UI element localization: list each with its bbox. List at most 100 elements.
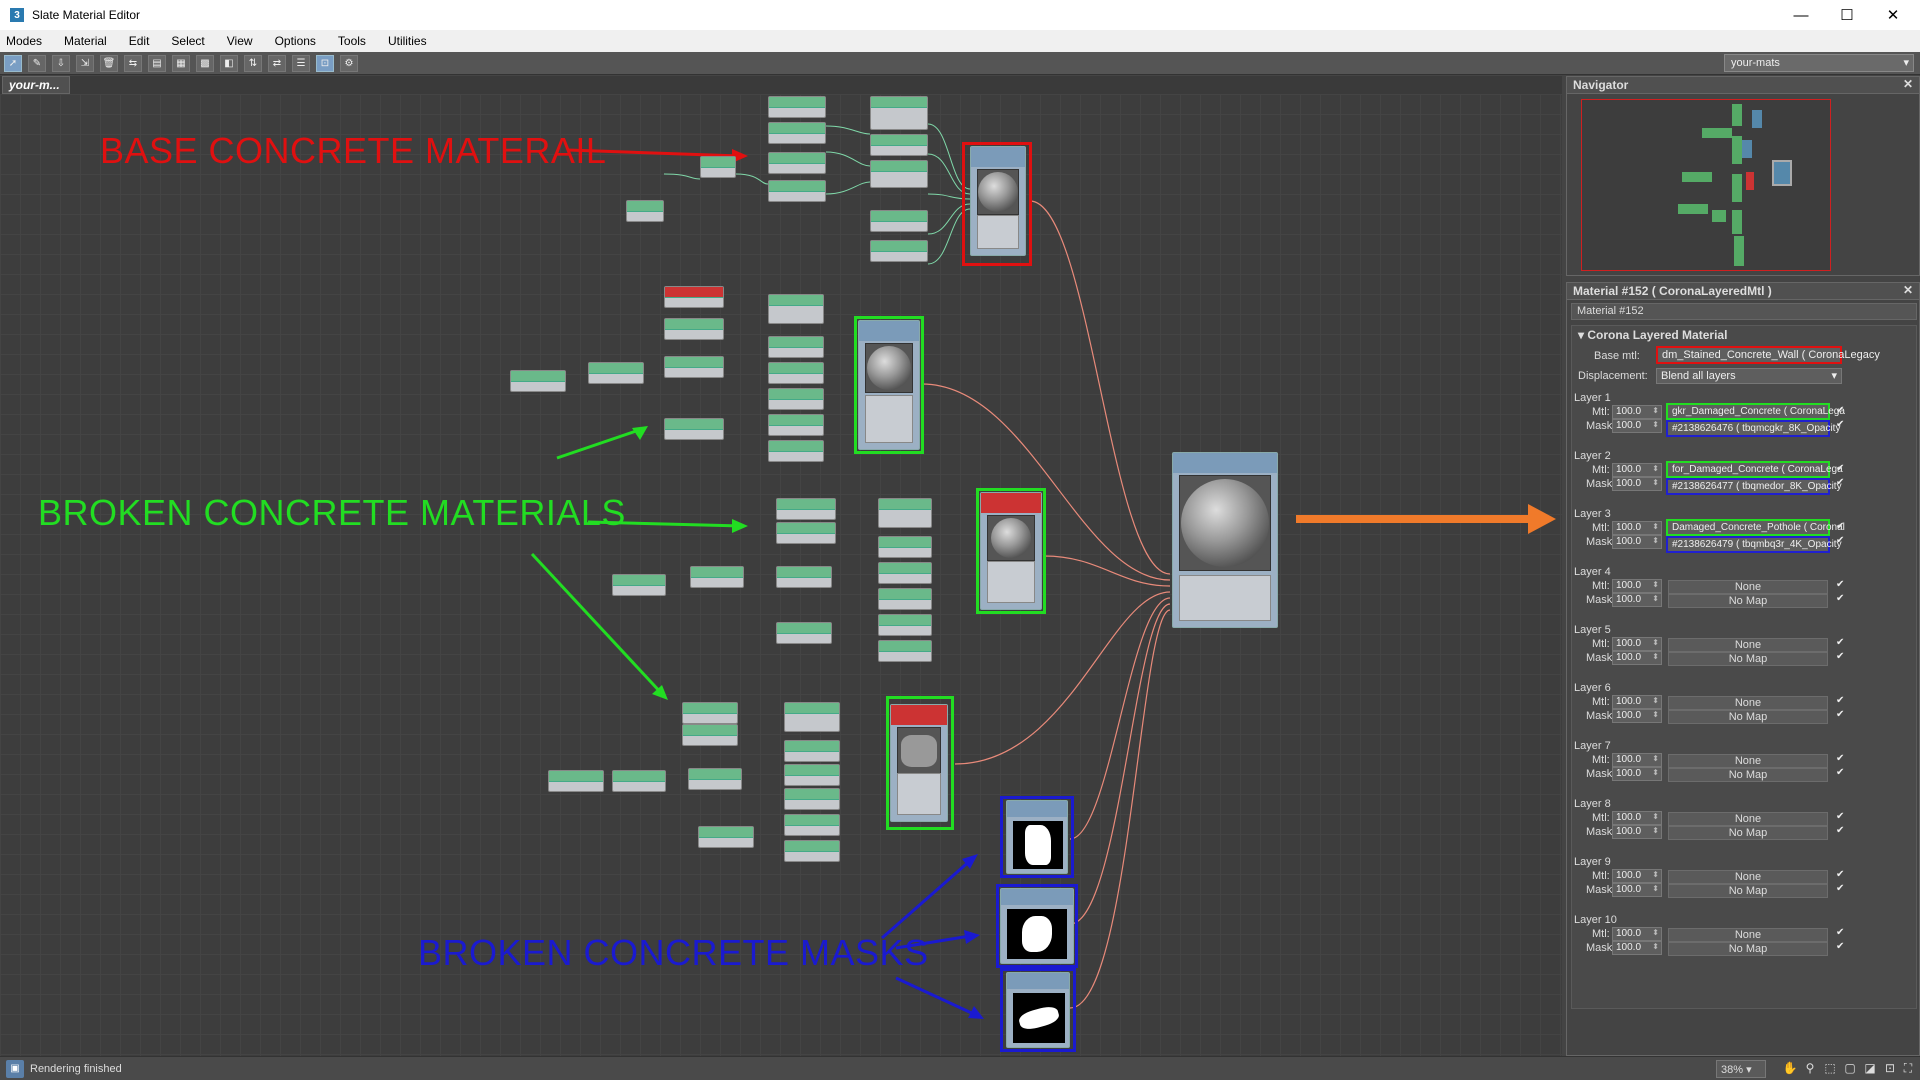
node-canvas[interactable]: BASE CONCRETE MATERAIL BROKEN CONCRETE M…: [0, 94, 1562, 1056]
map-node[interactable]: [870, 134, 928, 156]
map-node[interactable]: [548, 770, 604, 792]
parameter-editor-icon[interactable]: ⚙: [340, 54, 358, 72]
layer-mtl-button[interactable]: None: [1668, 812, 1828, 826]
map-node[interactable]: [698, 826, 754, 848]
map-node[interactable]: [768, 440, 824, 462]
map-node[interactable]: [784, 764, 840, 786]
broken-material-2-node[interactable]: [980, 492, 1042, 610]
broken-material-3-node[interactable]: [890, 704, 948, 822]
map-node[interactable]: [664, 286, 724, 308]
menu-options[interactable]: Options: [274, 34, 316, 48]
background-icon[interactable]: ▦: [172, 54, 190, 72]
assign-material-icon[interactable]: ⇲: [76, 54, 94, 72]
map-node[interactable]: [664, 356, 724, 378]
menu-utilities[interactable]: Utilities: [387, 34, 427, 48]
mtl-amount-spinner[interactable]: 100.0⬍: [1612, 405, 1662, 419]
layer-mtl-button[interactable]: None: [1668, 754, 1828, 768]
spinner-icon[interactable]: ⬍: [1652, 768, 1659, 777]
mtl-enable-checkbox[interactable]: ✔: [1836, 579, 1845, 590]
zoom-extents-selected-icon[interactable]: ◪: [1864, 1061, 1876, 1075]
map-node[interactable]: [588, 362, 644, 384]
layer-mask-button[interactable]: No Map: [1668, 710, 1828, 724]
layer-mtl-button[interactable]: None: [1668, 696, 1828, 710]
map-node[interactable]: [768, 388, 824, 410]
mask-amount-spinner[interactable]: 100.0⬍: [1612, 419, 1662, 433]
layer-mtl-button[interactable]: None: [1668, 928, 1828, 942]
map-node[interactable]: [878, 536, 932, 558]
map-node[interactable]: [776, 498, 836, 520]
close-icon[interactable]: ✕: [1902, 283, 1913, 297]
map-node[interactable]: [784, 814, 840, 836]
hide-unused-icon[interactable]: ▤: [148, 54, 166, 72]
mtl-enable-checkbox[interactable]: ✔: [1836, 927, 1845, 938]
layer-mask-button[interactable]: No Map: [1668, 594, 1828, 608]
navigator-view[interactable]: [1581, 99, 1831, 271]
map-node[interactable]: [784, 840, 840, 862]
map-node[interactable]: [768, 362, 824, 384]
map-node[interactable]: [878, 588, 932, 610]
spinner-icon[interactable]: ⬍: [1652, 420, 1659, 429]
map-node[interactable]: [664, 418, 724, 440]
map-node[interactable]: [776, 622, 832, 644]
menu-modes[interactable]: Modes: [6, 34, 43, 48]
map-node[interactable]: [768, 96, 826, 118]
map-node[interactable]: [768, 152, 826, 174]
frame-selected-icon[interactable]: ⊡: [1884, 1061, 1896, 1075]
spinner-icon[interactable]: ⬍: [1652, 478, 1659, 487]
mtl-enable-checkbox[interactable]: ✔: [1836, 753, 1845, 764]
layer-mask-button[interactable]: No Map: [1668, 884, 1828, 898]
menu-material[interactable]: Material: [64, 34, 107, 48]
mask-amount-spinner[interactable]: 100.0⬍: [1612, 651, 1662, 665]
material-name-field[interactable]: Material #152: [1571, 303, 1917, 320]
mtl-amount-spinner[interactable]: 100.0⬍: [1612, 753, 1662, 767]
layer-mask-button[interactable]: No Map: [1668, 652, 1828, 666]
spinner-icon[interactable]: ⬍: [1652, 464, 1659, 473]
zoom-icon[interactable]: ⚲: [1805, 1061, 1815, 1075]
mask-3-node[interactable]: [1006, 972, 1070, 1048]
pick-material-icon[interactable]: ✎: [28, 54, 46, 72]
layout-horizontal-icon[interactable]: ⇄: [268, 54, 286, 72]
mask-enable-checkbox[interactable]: ✔: [1836, 651, 1845, 662]
mtl-amount-spinner[interactable]: 100.0⬍: [1612, 811, 1662, 825]
mask-amount-spinner[interactable]: 100.0⬍: [1612, 825, 1662, 839]
layer-mask-button[interactable]: #2138626479 ( tbqmbq3r_4K_Opacity: [1666, 536, 1842, 553]
map-node[interactable]: [612, 574, 666, 596]
layer-mask-button[interactable]: No Map: [1668, 768, 1828, 782]
displacement-dropdown[interactable]: Blend all layers ▾: [1656, 368, 1842, 384]
base-material-node[interactable]: [970, 146, 1026, 256]
mtl-amount-spinner[interactable]: 100.0⬍: [1612, 695, 1662, 709]
mask-amount-spinner[interactable]: 100.0⬍: [1612, 941, 1662, 955]
spinner-icon[interactable]: ⬍: [1652, 884, 1659, 893]
map-node[interactable]: [878, 498, 932, 528]
map-node[interactable]: [768, 336, 824, 358]
map-node[interactable]: [784, 702, 840, 732]
map-node[interactable]: [768, 180, 826, 202]
close-icon[interactable]: ✕: [1902, 77, 1913, 91]
close-button[interactable]: ✕: [1886, 7, 1900, 24]
checker-icon[interactable]: ▩: [196, 54, 214, 72]
layer-mtl-button[interactable]: None: [1668, 870, 1828, 884]
map-node[interactable]: [878, 614, 932, 636]
mtl-amount-spinner[interactable]: 100.0⬍: [1612, 521, 1662, 535]
select-tool-icon[interactable]: ➚: [4, 54, 22, 72]
mask-enable-checkbox[interactable]: ✔: [1836, 825, 1845, 836]
map-node[interactable]: [768, 414, 824, 436]
maximize-button[interactable]: ☐: [1840, 7, 1854, 24]
mask-amount-spinner[interactable]: 100.0⬍: [1612, 767, 1662, 781]
layer-mask-button[interactable]: No Map: [1668, 942, 1828, 956]
mask-enable-checkbox[interactable]: ✔: [1836, 767, 1845, 778]
mtl-enable-checkbox[interactable]: ✔: [1836, 811, 1845, 822]
map-node[interactable]: [682, 702, 738, 724]
mtl-enable-checkbox[interactable]: ✔: [1836, 521, 1845, 532]
map-node[interactable]: [784, 740, 840, 762]
tab-your-mats[interactable]: your-m...: [2, 76, 70, 94]
layer-mask-button[interactable]: No Map: [1668, 826, 1828, 840]
spinner-icon[interactable]: ⬍: [1652, 406, 1659, 415]
mtl-enable-checkbox[interactable]: ✔: [1836, 869, 1845, 880]
map-node[interactable]: [664, 318, 724, 340]
layout-children-icon[interactable]: ☰: [292, 54, 310, 72]
mask-enable-checkbox[interactable]: ✔: [1836, 535, 1845, 546]
put-material-icon[interactable]: ⇩: [52, 54, 70, 72]
rollout-header[interactable]: ▾ Corona Layered Material: [1578, 328, 1728, 342]
map-node[interactable]: [612, 770, 666, 792]
